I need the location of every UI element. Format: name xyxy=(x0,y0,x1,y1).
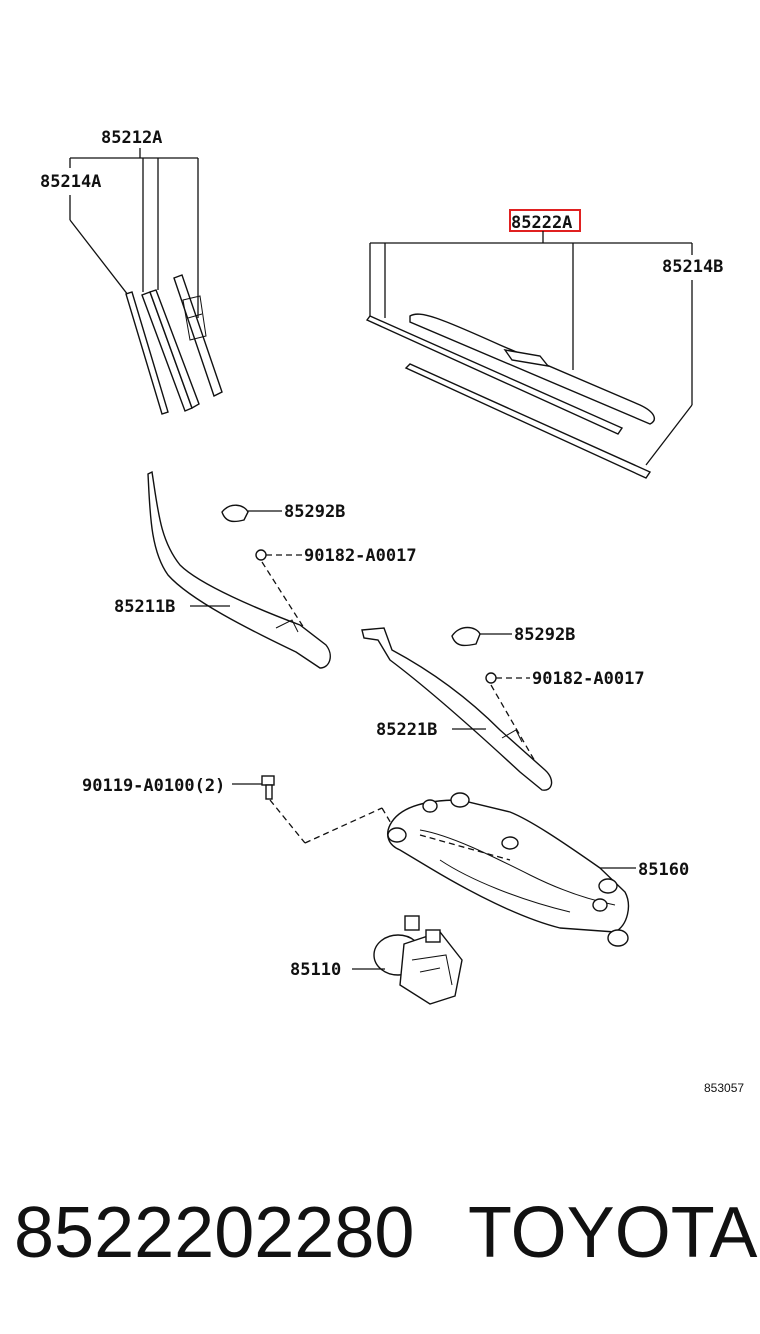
highlight-box xyxy=(509,209,581,232)
bolt-90119 xyxy=(261,775,275,786)
callout-85221b: 85221B xyxy=(376,720,437,740)
callout-90182-2: 90182-A0017 xyxy=(532,669,645,689)
motor-group: 85110 xyxy=(290,915,463,1005)
left-blade-group: 85212A 85214A xyxy=(40,128,223,415)
cap-85292b-right xyxy=(451,626,481,647)
parts-diagram: 85212A 85214A 85222A 85214B 85292B 90182… xyxy=(40,128,744,1095)
callout-90182-1: 90182-A0017 xyxy=(304,546,417,566)
callout-85214b: 85214B xyxy=(662,257,723,277)
link-assembly-group: 85160 xyxy=(387,792,689,947)
left-arm-group: 85292B 90182-A0017 85211B xyxy=(114,470,417,669)
callout-85222a: 85222A xyxy=(511,213,572,233)
callout-85292b-1: 85292B xyxy=(284,502,345,522)
right-blade-group: 85222A 85214B xyxy=(365,209,723,479)
nut-90182-left xyxy=(255,549,267,561)
callout-85211b: 85211B xyxy=(114,597,175,617)
link-85160 xyxy=(387,799,630,933)
nut-90182-right xyxy=(485,672,497,684)
bolt-group: 90119-A0100(2) xyxy=(82,775,396,844)
right-arm-group: 85292B 90182-A0017 85221B xyxy=(361,625,645,791)
arm-85221b xyxy=(361,627,553,791)
callout-85292b-2: 85292B xyxy=(514,625,575,645)
callout-85214a: 85214A xyxy=(40,172,101,192)
figure-code: 853057 xyxy=(704,1081,744,1095)
callout-85160: 85160 xyxy=(638,860,689,880)
callout-85212a: 85212A xyxy=(101,128,162,148)
footer: 8522202280 TOYOTA xyxy=(0,1185,760,1295)
callout-90119: 90119-A0100(2) xyxy=(82,776,225,796)
part-number: 8522202280 xyxy=(14,1193,415,1273)
brand-name: TOYOTA xyxy=(468,1193,758,1273)
arm-85211b xyxy=(147,470,331,669)
callout-85110: 85110 xyxy=(290,960,341,980)
cap-85292b-left xyxy=(221,504,249,523)
